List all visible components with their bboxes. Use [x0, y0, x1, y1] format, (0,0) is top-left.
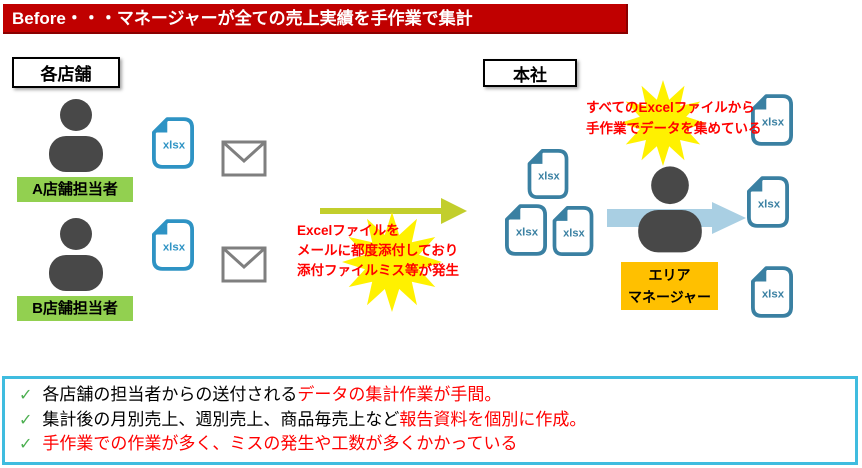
- area-manager-label: エリア マネージャー: [621, 262, 718, 310]
- issue-text-plain: 集計後の月別売上、週別売上、商品毎売上など: [42, 409, 400, 429]
- xlsx-file-icon: xlsx: [747, 176, 789, 228]
- stores-section-text: 各店舗: [40, 65, 92, 84]
- issue-text-highlight: 報告資料を個別に作成。: [399, 409, 587, 429]
- issue-text-highlight: データの集計作業が手間。: [297, 385, 502, 404]
- xlsx-file-icon: xlsx: [527, 149, 569, 199]
- area-manager-icon: [638, 166, 702, 253]
- svg-text:xlsx: xlsx: [538, 171, 560, 183]
- checkmark-icon: ✓: [19, 411, 33, 429]
- store-a-staff-label: A店舗担当者: [17, 177, 133, 202]
- store-b-staff-label: B店舗担当者: [17, 296, 133, 321]
- svg-text:xlsx: xlsx: [163, 140, 186, 152]
- area-manager-label-line1: エリア: [648, 267, 691, 283]
- mail-callout-text: Excelファイルを メールに都度添付しており 添付ファイルミス等が発生: [297, 221, 487, 281]
- issue-item: ✓ 各店舗の担当者からの送付されるデータの集計作業が手間。: [19, 383, 849, 408]
- issue-item: ✓ 集計後の月別売上、週別売上、商品毎売上など報告資料を個別に作成。: [19, 408, 849, 433]
- store-a-staff-icon: [49, 99, 103, 172]
- area-manager-label-line2: マネージャー: [627, 289, 712, 305]
- svg-text:xlsx: xlsx: [758, 199, 781, 211]
- mail-callout-line2: メールに都度添付しており: [297, 243, 459, 258]
- issue-text-highlight: 手作業での作業が多く、ミスの発生や工数が多くかかっている: [42, 434, 518, 453]
- store-b-staff-name: B店舗担当者: [32, 300, 118, 317]
- xlsx-file-icon: xlsx: [152, 117, 194, 169]
- svg-text:xlsx: xlsx: [163, 242, 186, 254]
- xlsx-file-icon: xlsx: [751, 266, 793, 318]
- hq-section-text: 本社: [513, 65, 547, 85]
- svg-text:xlsx: xlsx: [762, 289, 785, 301]
- xlsx-file-icon: xlsx: [505, 204, 547, 256]
- manual-callout-text: すべてのExcelファイルから 手作業でデータを集めている: [586, 97, 766, 139]
- checkmark-icon: ✓: [19, 436, 33, 453]
- xlsx-file-icon: xlsx: [552, 206, 594, 256]
- manual-callout-line2: 手作業でデータを集めている: [586, 121, 762, 136]
- alert-burst-icon: [620, 80, 706, 166]
- manual-callout-line1: すべてのExcelファイルから: [586, 100, 755, 115]
- store-b-staff-icon: [49, 218, 103, 291]
- issue-item: ✓ 手作業での作業が多く、ミスの発生や工数が多くかかっている: [19, 432, 849, 457]
- issues-panel: ✓ 各店舗の担当者からの送付されるデータの集計作業が手間。 ✓ 集計後の月別売上、週…: [2, 376, 858, 465]
- mail-icon: [221, 246, 267, 283]
- issue-text-plain: 各店舗の担当者からの送付される: [42, 385, 298, 404]
- svg-text:xlsx: xlsx: [563, 228, 585, 240]
- flow-arrow-icon: [320, 198, 467, 224]
- store-a-staff-name: A店舗担当者: [32, 181, 118, 198]
- mail-callout-line3: 添付ファイルミス等が発生: [297, 263, 459, 278]
- stores-section-label: 各店舗: [12, 57, 120, 88]
- svg-text:xlsx: xlsx: [762, 117, 785, 129]
- title-text: Before・・・マネージャーが全ての売上実績を手作業で集計: [12, 9, 473, 28]
- hq-section-label: 本社: [483, 59, 577, 87]
- svg-text:xlsx: xlsx: [516, 227, 539, 239]
- xlsx-file-icon: xlsx: [751, 94, 793, 146]
- title-banner: Before・・・マネージャーが全ての売上実績を手作業で集計: [3, 4, 628, 34]
- xlsx-file-icon: xlsx: [152, 219, 194, 271]
- mail-callout-line1: Excelファイルを: [297, 223, 400, 238]
- alert-burst-icon: [342, 212, 442, 312]
- mail-icon: [221, 140, 267, 177]
- checkmark-icon: ✓: [19, 387, 33, 404]
